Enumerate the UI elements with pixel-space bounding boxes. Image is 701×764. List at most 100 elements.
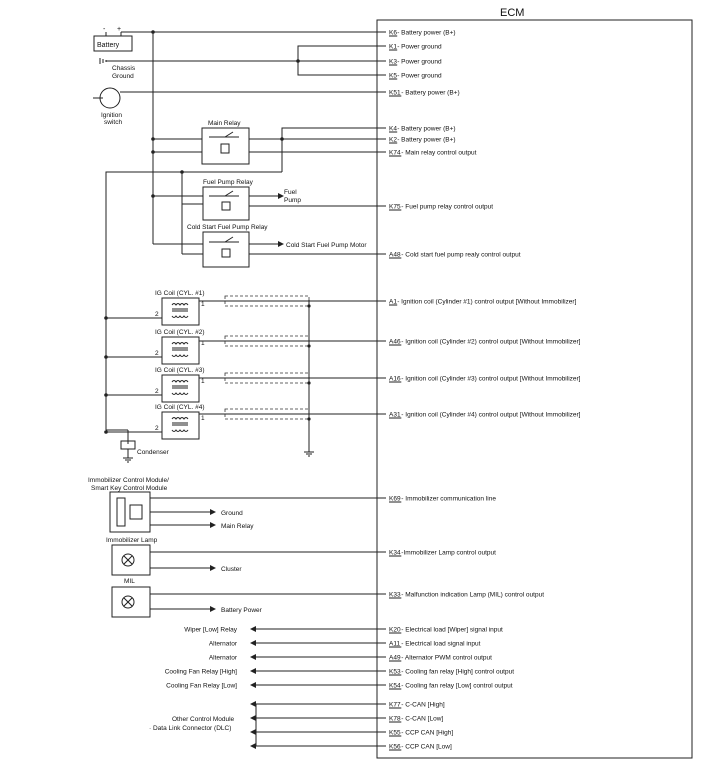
- coil-pin-2: 2: [155, 350, 159, 357]
- pin-code: A46: [389, 339, 401, 346]
- pin-code: A48: [389, 252, 401, 259]
- ig-coil: IG Coil (CYL. #3)21: [104, 367, 377, 403]
- ecm-pin: K69 - Immobilizer communication line: [377, 496, 496, 503]
- ground-label: Ground: [221, 510, 243, 517]
- pin-code: A31: [389, 412, 401, 419]
- ecm-pin: K20 - Electrical load [Wiper] signal inp…: [377, 627, 503, 634]
- pin-code: K56: [389, 744, 401, 751]
- can-arrow-icon: [250, 701, 256, 707]
- can-line: [250, 729, 377, 735]
- fuel-pump-arrow-icon: [278, 193, 284, 199]
- lamp-icon: [121, 553, 135, 567]
- output-label: Alternator: [209, 641, 238, 648]
- ecm-pin: K53 - Cooling fan relay [High] control o…: [377, 669, 514, 676]
- ecm-pin: K33 - Malfunction indication Lamp (MIL) …: [377, 592, 544, 599]
- ecm-pin-list: K6 - Battery power (B+) K1 - Power ground…: [377, 30, 581, 751]
- chassis-ground-label-2: Ground: [112, 73, 134, 80]
- can-line: [250, 715, 377, 721]
- immobilizer-lamp-box: [111, 544, 151, 576]
- ecm-pin: K78 - C-CAN [Low]: [377, 716, 443, 723]
- ecm-pin: K75 - Fuel pump relay control output: [377, 204, 493, 211]
- pin-description: - Power ground: [397, 59, 442, 66]
- ecm-pin: A1 - Ignition coil (Cylinder #1) control…: [377, 299, 577, 306]
- ecm-pin: K74 - Main relay control output: [377, 150, 477, 157]
- can-arrow-icon: [250, 729, 256, 735]
- pin-description: - Battery power (B+): [397, 30, 455, 37]
- output-label: Cooling Fan Relay [Low]: [166, 683, 237, 690]
- battery-minus-label: -: [103, 26, 106, 33]
- ig-coil: IG Coil (CYL. #1)21: [104, 290, 377, 326]
- ecm-box: [376, 19, 693, 759]
- main-relay-arrow-icon: [210, 522, 216, 528]
- main-relay-out-label: Main Relay: [221, 523, 254, 530]
- output-label: Cooling Fan Relay [High]: [165, 669, 237, 676]
- ecm-pin: K5 - Power ground: [377, 73, 442, 80]
- ecm-pin: A31 - Ignition coil (Cylinder #4) contro…: [377, 412, 581, 419]
- pin-code: K3: [389, 59, 397, 66]
- pin-description: - Cooling fan relay [High] control outpu…: [401, 669, 514, 676]
- pin-description: - Main relay control output: [401, 150, 476, 157]
- pin-description: - Malfunction indication Lamp (MIL) cont…: [401, 592, 544, 599]
- ecm-pin: A11 - Electrical load signal input: [377, 641, 481, 648]
- immobilizer-label-1: Immobilizer Control Module/: [88, 477, 169, 484]
- cold-start-motor-label: Cold Start Fuel Pump Motor: [286, 242, 367, 249]
- pin-description: - Cold start fuel pump realy control out…: [401, 252, 520, 259]
- other-modules-label-1: Other Control Module: [172, 716, 235, 723]
- battery-symbol: [93, 35, 133, 52]
- output-arrow-icon: [250, 654, 256, 660]
- battery-power-label: Battery Power: [221, 607, 263, 614]
- battery-plus-label: +: [117, 26, 121, 33]
- coil-pin-2: 2: [155, 388, 159, 395]
- pin-description: - CCP CAN [High]: [401, 730, 453, 737]
- mil-lamp-icon: [121, 595, 135, 609]
- pin-code: K6: [389, 30, 397, 37]
- ig-coil-label: IG Coil (CYL. #4): [155, 404, 205, 411]
- output-signals: Wiper [Low] RelayAlternatorAlternatorCoo…: [165, 626, 377, 749]
- pin-description: - Ignition coil (Cylinder #4) control ou…: [401, 412, 580, 419]
- coil-pin-2: 2: [155, 311, 159, 318]
- mil-label: MIL: [124, 578, 135, 585]
- output-signal: Alternator: [209, 654, 377, 662]
- ecm-pin: K51 - Battery power (B+): [377, 90, 460, 97]
- ignition-switch-label-1: Ignition: [101, 112, 122, 119]
- pin-code: K33: [389, 592, 401, 599]
- output-signal: Alternator: [209, 640, 377, 648]
- pin-code: K54: [389, 683, 401, 690]
- ecm-pin: K2 - Battery power (B+): [377, 137, 456, 144]
- pin-description: - Ignition coil (Cylinder #2) control ou…: [401, 339, 580, 346]
- ecm-pin: K3 - Power ground: [377, 59, 442, 66]
- ig-coil-label: IG Coil (CYL. #1): [155, 290, 205, 297]
- pin-description: - Cooling fan relay [Low] control output: [401, 683, 512, 690]
- output-signal: Cooling Fan Relay [High]: [165, 668, 377, 676]
- fuel-pump-label-2: Pump: [284, 197, 301, 204]
- ecm-pin: K6 - Battery power (B+): [377, 30, 456, 37]
- main-relay-box: [201, 127, 250, 165]
- ecm-pin: A48 - Cold start fuel pump realy control…: [377, 252, 521, 259]
- ground-arrow-icon: [210, 509, 216, 515]
- ig-coil: IG Coil (CYL. #2)21: [104, 329, 377, 365]
- ecm-pin: K56 - CCP CAN [Low]: [377, 744, 452, 751]
- other-modules-label-2: · Data Link Connector (DLC): [149, 725, 231, 732]
- condenser-label: Condenser: [137, 449, 170, 456]
- ecm-pin: K55 - CCP CAN [High]: [377, 730, 453, 737]
- pin-code: K51: [389, 90, 401, 97]
- pin-code: K4: [389, 126, 397, 133]
- ig-coil-label: IG Coil (CYL. #2): [155, 329, 205, 336]
- pin-description: - Electrical load [Wiper] signal input: [401, 627, 503, 634]
- cold-start-relay-label: Cold Start Fuel Pump Relay: [187, 224, 268, 231]
- pin-code: A1: [389, 299, 397, 306]
- mil-box: [111, 586, 151, 618]
- output-arrow-icon: [250, 626, 256, 632]
- battery-label: Battery: [97, 42, 120, 49]
- pin-code: K2: [389, 137, 397, 144]
- pin-description: - Immobilizer communication line: [401, 496, 496, 503]
- ecm-pin: K1 - Power ground: [377, 44, 442, 51]
- pin-code: K34: [389, 550, 401, 557]
- coil-pin-1: 1: [201, 415, 205, 422]
- main-relay-label: Main Relay: [208, 120, 241, 127]
- coil-pin-2: 2: [155, 425, 159, 432]
- output-arrow-icon: [250, 640, 256, 646]
